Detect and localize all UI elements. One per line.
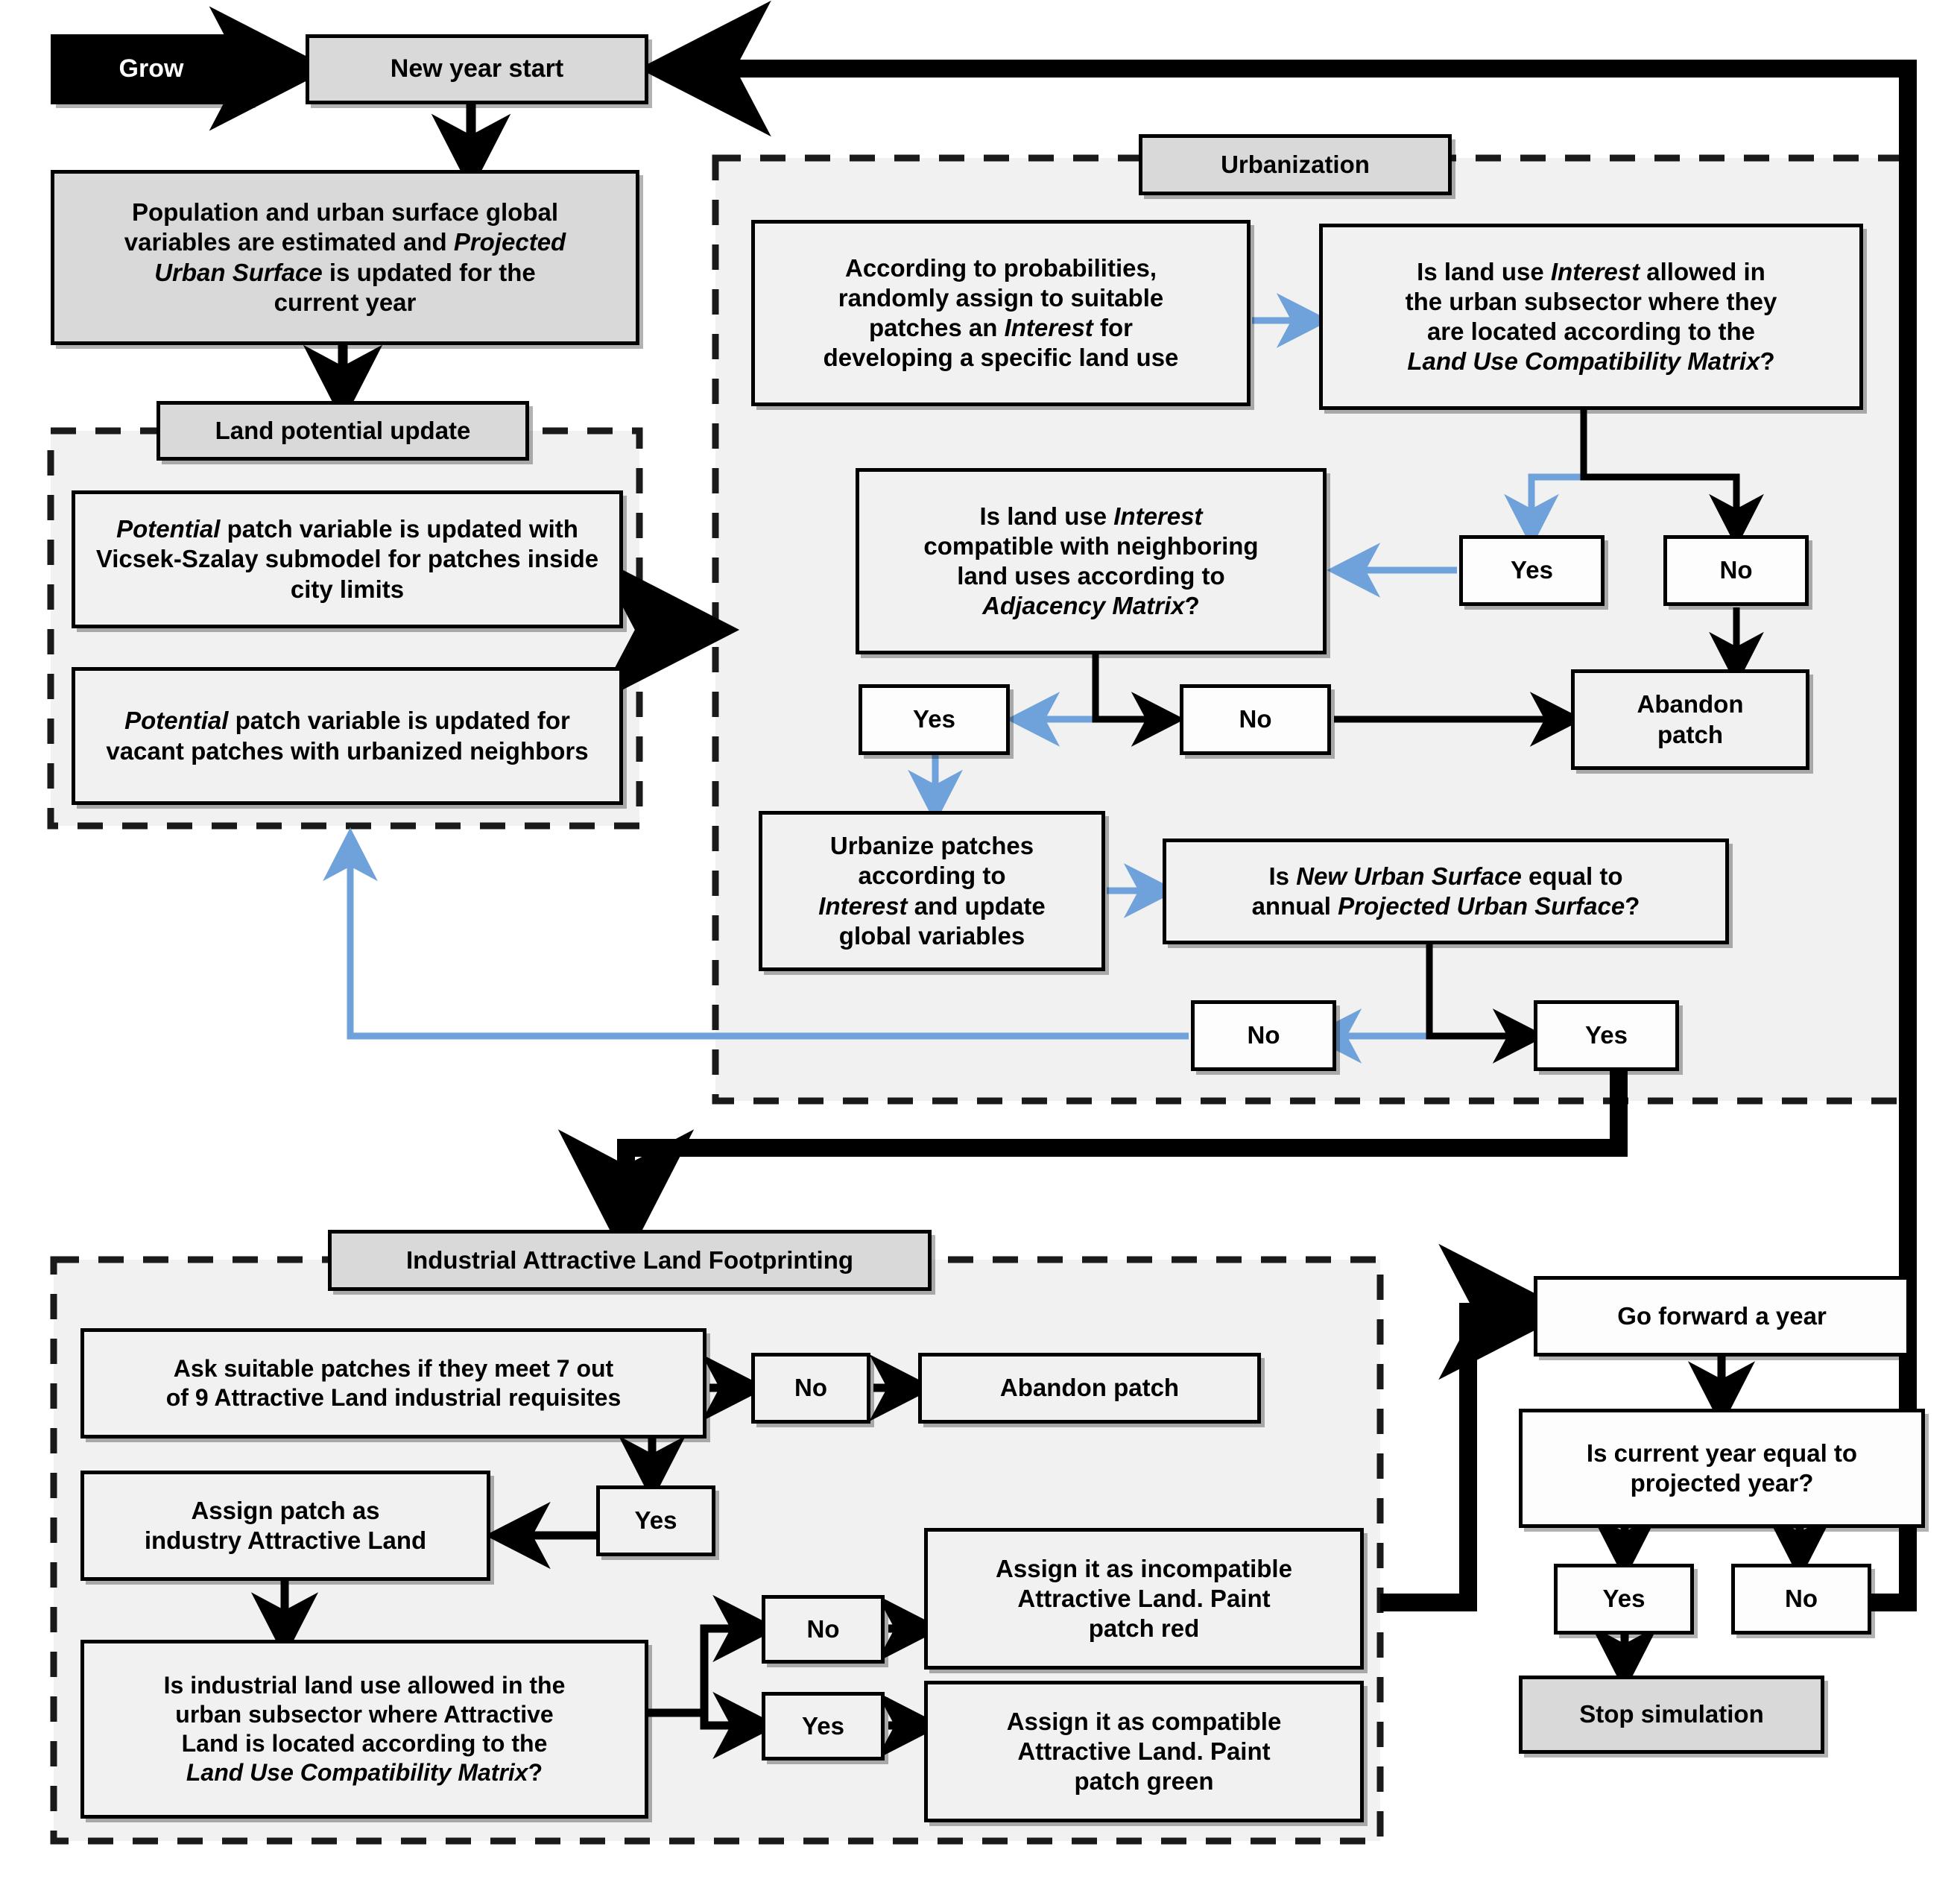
new-year-start-node[interactable]: New year start xyxy=(306,34,648,104)
industrial-abandon-patch-node[interactable]: Abandon patch xyxy=(918,1353,1261,1424)
surface-yes-label: Yes xyxy=(1585,1021,1628,1049)
land-potential-item-2[interactable]: Potential patch variable is updated for … xyxy=(72,667,623,805)
arrow-allowed-to-yes xyxy=(648,1691,779,1760)
go-forward-year-node[interactable]: Go forward a year xyxy=(1534,1276,1910,1357)
stop-simulation-node[interactable]: Stop simulation xyxy=(1519,1676,1824,1754)
grow-label: Grow xyxy=(118,54,184,83)
adjacency-no-node[interactable]: No xyxy=(1180,684,1331,755)
year-no-label: No xyxy=(1785,1585,1818,1613)
allowed-no-node[interactable]: No xyxy=(762,1595,885,1664)
arrow-surfacecheck-to-no xyxy=(1308,943,1433,1064)
assign-interest-node[interactable]: According to probabilities, randomly ass… xyxy=(751,220,1251,406)
urbanize-patches-node[interactable]: Urbanize patches according to Interest a… xyxy=(759,811,1105,971)
adjacency-matrix-node[interactable]: Is land use Interest compatible with nei… xyxy=(856,468,1327,654)
compatible-node[interactable]: Assign it as compatible Attractive Land.… xyxy=(924,1681,1364,1822)
requisites-no-node[interactable]: No xyxy=(751,1353,870,1424)
new-urban-surface-text: Is New Urban Surface equal to annual Pro… xyxy=(1251,862,1640,920)
arrow-surfacecheck-to-yes xyxy=(1426,943,1546,1064)
adjacency-no-label: No xyxy=(1239,705,1272,733)
land-potential-item-1[interactable]: Potential patch variable is updated with… xyxy=(72,490,623,628)
arrow-adjacency-to-yes xyxy=(1006,654,1099,747)
year-yes-label: Yes xyxy=(1602,1585,1646,1613)
incompatible-text: Assign it as incompatible Attractive Lan… xyxy=(996,1554,1292,1643)
year-no-node[interactable]: No xyxy=(1731,1564,1871,1635)
arrow-compat-to-no xyxy=(1580,410,1764,548)
grow-node[interactable]: Grow xyxy=(51,34,252,104)
allowed-no-label: No xyxy=(806,1614,840,1643)
adjacency-yes-node[interactable]: Yes xyxy=(859,684,1010,755)
requisites-text: Ask suitable patches if they meet 7 out … xyxy=(165,1354,622,1411)
new-urban-surface-check-node[interactable]: Is New Urban Surface equal to annual Pro… xyxy=(1163,839,1729,944)
compat-no-node[interactable]: No xyxy=(1663,535,1809,606)
industrial-dashed-border xyxy=(50,1256,1384,1845)
compatibility-matrix-text: Is land use Interest allowed in the urba… xyxy=(1405,257,1777,376)
urbanization-abandon-text: Abandon patch xyxy=(1637,690,1744,748)
year-yes-node[interactable]: Yes xyxy=(1554,1564,1694,1635)
incompatible-node[interactable]: Assign it as incompatible Attractive Lan… xyxy=(924,1528,1364,1670)
assign-interest-text: According to probabilities, randomly ass… xyxy=(823,253,1179,372)
compat-yes-node[interactable]: Yes xyxy=(1459,535,1605,606)
year-check-text: Is current year equal to projected year? xyxy=(1586,1439,1858,1497)
arrow-adjacency-to-no xyxy=(1092,654,1185,747)
arrow-allowed-to-no xyxy=(648,1594,779,1717)
allowed-yes-node[interactable]: Yes xyxy=(762,1692,885,1760)
adjacency-matrix-text: Is land use Interest compatible with nei… xyxy=(923,502,1259,620)
requisites-no-label: No xyxy=(794,1374,827,1402)
urbanization-title-label: Urbanization xyxy=(1221,150,1370,178)
compat-no-label: No xyxy=(1719,556,1753,584)
arrow-no-back-to-newyear xyxy=(639,0,1917,1611)
population-surface-text: Population and urban surface global vari… xyxy=(124,198,566,316)
compatibility-matrix-node[interactable]: Is land use Interest allowed in the urba… xyxy=(1319,224,1863,410)
allowed-yes-label: Yes xyxy=(802,1711,844,1740)
requisites-yes-label: Yes xyxy=(634,1506,677,1535)
arrow-surfaceyes-to-industrial xyxy=(557,1070,1628,1262)
industrial-group-title[interactable]: Industrial Attractive Land Footprinting xyxy=(328,1230,932,1291)
new-year-start-label: New year start xyxy=(390,54,564,83)
arrow-compat-to-yes xyxy=(1504,410,1587,548)
arrow-industrial-to-goforward xyxy=(1380,1243,1571,1611)
surface-no-node[interactable]: No xyxy=(1191,1000,1336,1071)
land-potential-group-title[interactable]: Land potential update xyxy=(157,401,529,461)
surface-no-label: No xyxy=(1247,1021,1280,1049)
surface-yes-node[interactable]: Yes xyxy=(1534,1000,1679,1071)
industrial-allowed-node[interactable]: Is industrial land use allowed in the ur… xyxy=(80,1640,648,1819)
arrow-surfaceno-feedback xyxy=(323,827,1189,1040)
urbanization-abandon-patch-node[interactable]: Abandon patch xyxy=(1571,669,1809,770)
year-check-node[interactable]: Is current year equal to projected year? xyxy=(1519,1409,1925,1528)
assign-industry-node[interactable]: Assign patch as industry Attractive Land xyxy=(80,1471,490,1581)
urbanize-patches-text: Urbanize patches according to Interest a… xyxy=(818,832,1046,950)
go-forward-label: Go forward a year xyxy=(1617,1301,1827,1330)
adjacency-yes-label: Yes xyxy=(913,705,955,733)
requisites-node[interactable]: Ask suitable patches if they meet 7 out … xyxy=(80,1328,706,1439)
requisites-yes-node[interactable]: Yes xyxy=(596,1485,715,1556)
industrial-title-label: Industrial Attractive Land Footprinting xyxy=(405,1245,854,1274)
assign-industry-text: Assign patch as industry Attractive Land xyxy=(144,1496,427,1554)
land-potential-item-1-text: Potential patch variable is updated with… xyxy=(95,515,599,603)
compatible-text: Assign it as compatible Attractive Land.… xyxy=(1006,1707,1282,1796)
land-potential-title-label: Land potential update xyxy=(215,416,471,444)
urbanization-group-title[interactable]: Urbanization xyxy=(1139,134,1452,195)
industrial-allowed-text: Is industrial land use allowed in the ur… xyxy=(163,1671,566,1787)
compat-yes-label: Yes xyxy=(1511,556,1553,584)
land-potential-item-2-text: Potential patch variable is updated for … xyxy=(106,707,589,765)
stop-simulation-label: Stop simulation xyxy=(1579,1700,1764,1728)
industrial-abandon-label: Abandon patch xyxy=(999,1374,1180,1402)
population-surface-node[interactable]: Population and urban surface global vari… xyxy=(51,170,639,345)
